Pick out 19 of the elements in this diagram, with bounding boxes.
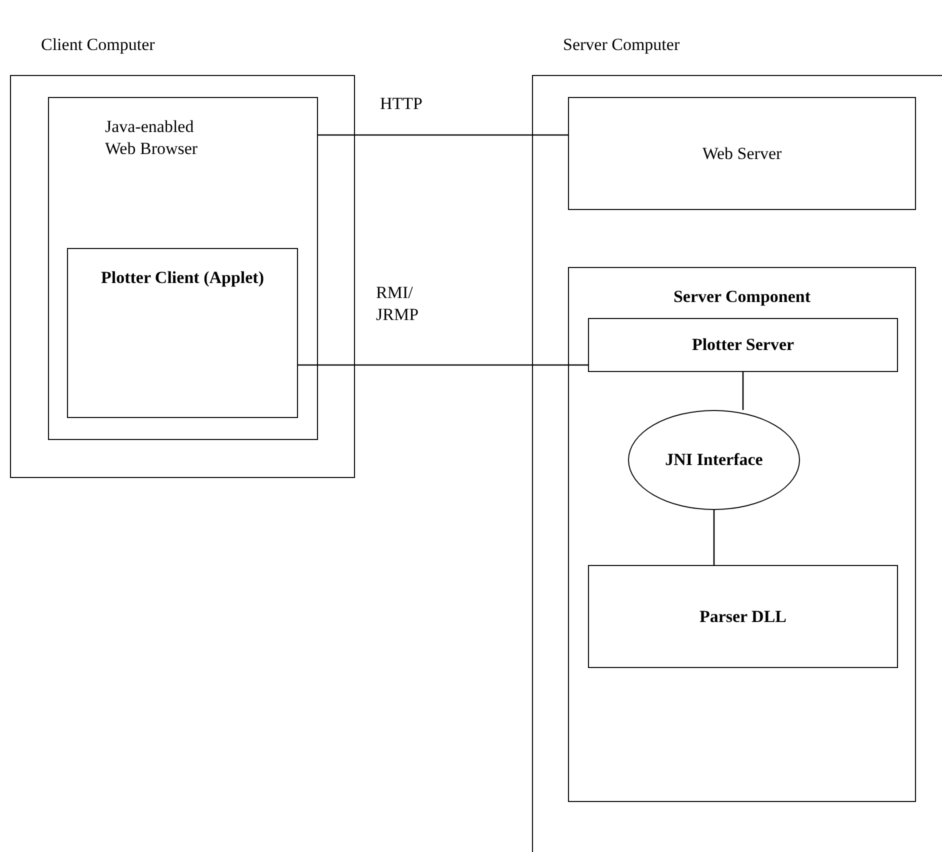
box-label: JNI Interface bbox=[664, 449, 764, 471]
connector-line bbox=[298, 364, 588, 366]
connector-line bbox=[318, 134, 568, 136]
box-label: Plotter Server bbox=[690, 334, 796, 356]
connector-line bbox=[713, 510, 715, 565]
component-box bbox=[568, 267, 916, 802]
computer-heading: Client Computer bbox=[41, 34, 155, 56]
component-box bbox=[48, 97, 318, 440]
component-box bbox=[588, 565, 898, 668]
computer-heading: Server Computer bbox=[563, 34, 680, 56]
box-label: Web Server bbox=[701, 142, 783, 164]
box-label: Java-enabled Web Browser bbox=[105, 116, 199, 160]
component-box bbox=[568, 97, 916, 210]
component-box bbox=[588, 318, 898, 372]
box-label: Plotter Client (Applet) bbox=[100, 267, 266, 289]
component-box bbox=[67, 248, 298, 418]
box-label: Server Component bbox=[672, 286, 812, 308]
connector-line bbox=[742, 372, 744, 410]
box-label: Parser DLL bbox=[698, 606, 788, 628]
